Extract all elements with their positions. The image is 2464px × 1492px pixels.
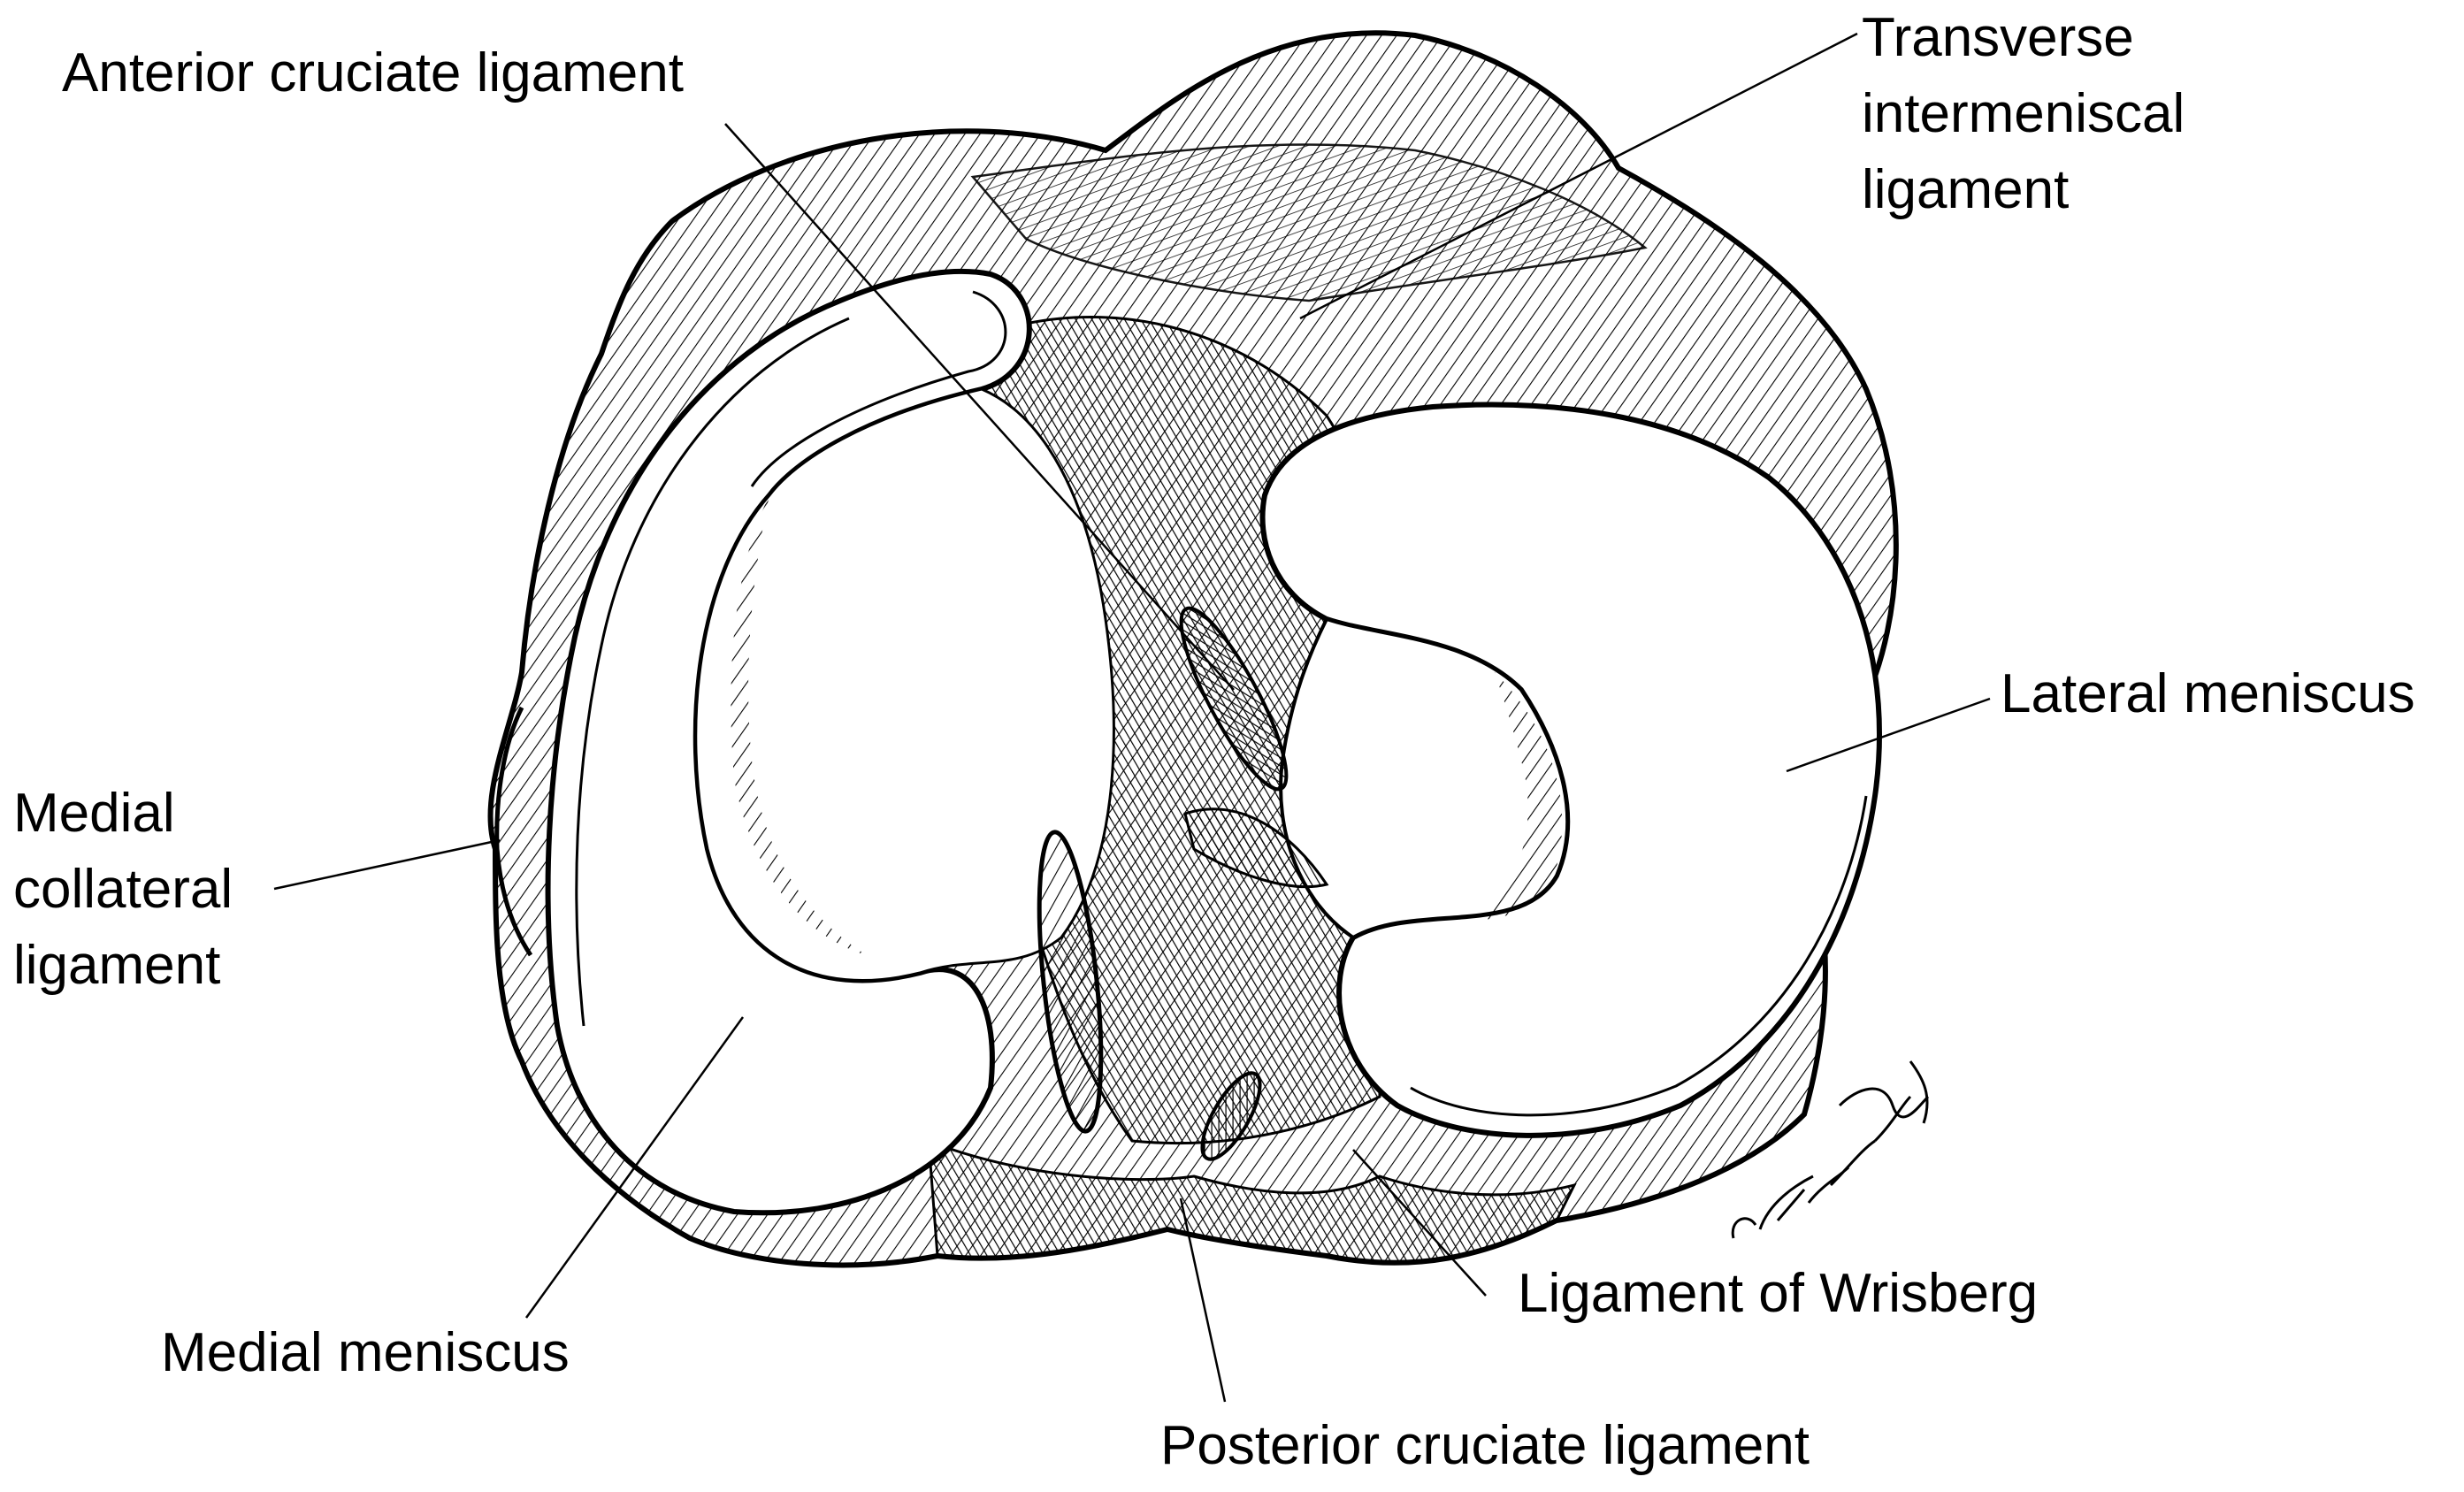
label-line: Medial meniscus — [161, 1322, 570, 1383]
leader-medial-meniscus — [524, 1016, 745, 1319]
label-line: Lateral meniscus — [2001, 663, 2415, 724]
lateral-surface-shading — [1477, 672, 1563, 920]
posterior-shading — [927, 1138, 1577, 1265]
label-medial-collateral-ligament: Medial collateral ligament — [13, 776, 233, 1004]
label-line: Ligament of Wrisberg — [1518, 1263, 2039, 1324]
label-lateral-meniscus: Lateral meniscus — [2001, 656, 2415, 732]
wrisberg-cut-end — [1200, 1071, 1262, 1161]
label-line: Posterior cruciate ligament — [1160, 1415, 1810, 1476]
lateral-notch-shadow — [1183, 807, 1329, 889]
leader-lateral-meniscus — [1786, 697, 1991, 773]
leader-anterior-cruciate — [724, 123, 1235, 691]
label-line: Medial — [13, 783, 175, 844]
label-transverse-intermeniscal-ligament: Transverse intermeniscal ligament — [1862, 0, 2185, 228]
pcl-cut-end — [1037, 830, 1104, 1134]
medial-meniscus-inner-rim — [575, 290, 1007, 1027]
label-posterior-cruciate-ligament: Posterior cruciate ligament — [1160, 1408, 1810, 1484]
leader-medial-collateral — [273, 838, 501, 891]
medial-surface-shading — [731, 495, 867, 955]
leader-transverse-intermeniscal — [1299, 32, 1858, 320]
lateral-meniscus-inner-rim — [1410, 795, 1868, 1117]
ligament-cut-ends — [1037, 606, 1329, 1161]
label-line: intermeniscal — [1862, 83, 2185, 144]
lateral-meniscus-shape — [1259, 402, 1882, 1138]
label-line: ligament — [13, 935, 221, 996]
label-ligament-of-wrisberg: Ligament of Wrisberg — [1518, 1256, 2038, 1332]
leader-posterior-cruciate — [1179, 1197, 1227, 1403]
leader-lines — [273, 32, 1991, 1403]
anterior-surface — [970, 143, 1648, 302]
label-anterior-cruciate-ligament: Anterior cruciate ligament — [62, 35, 684, 111]
label-medial-meniscus: Medial meniscus — [161, 1315, 570, 1391]
label-line: ligament — [1862, 159, 2070, 220]
label-line: Transverse — [1862, 7, 2134, 68]
medial-collateral-shape — [494, 706, 533, 957]
acl-cut-end — [1179, 606, 1289, 792]
leader-wrisberg — [1352, 1149, 1487, 1297]
label-line: collateral — [13, 859, 233, 920]
artist-signature — [1731, 1060, 1930, 1239]
label-line: Anterior cruciate ligament — [62, 42, 684, 103]
medial-meniscus-shape — [545, 268, 1115, 1216]
